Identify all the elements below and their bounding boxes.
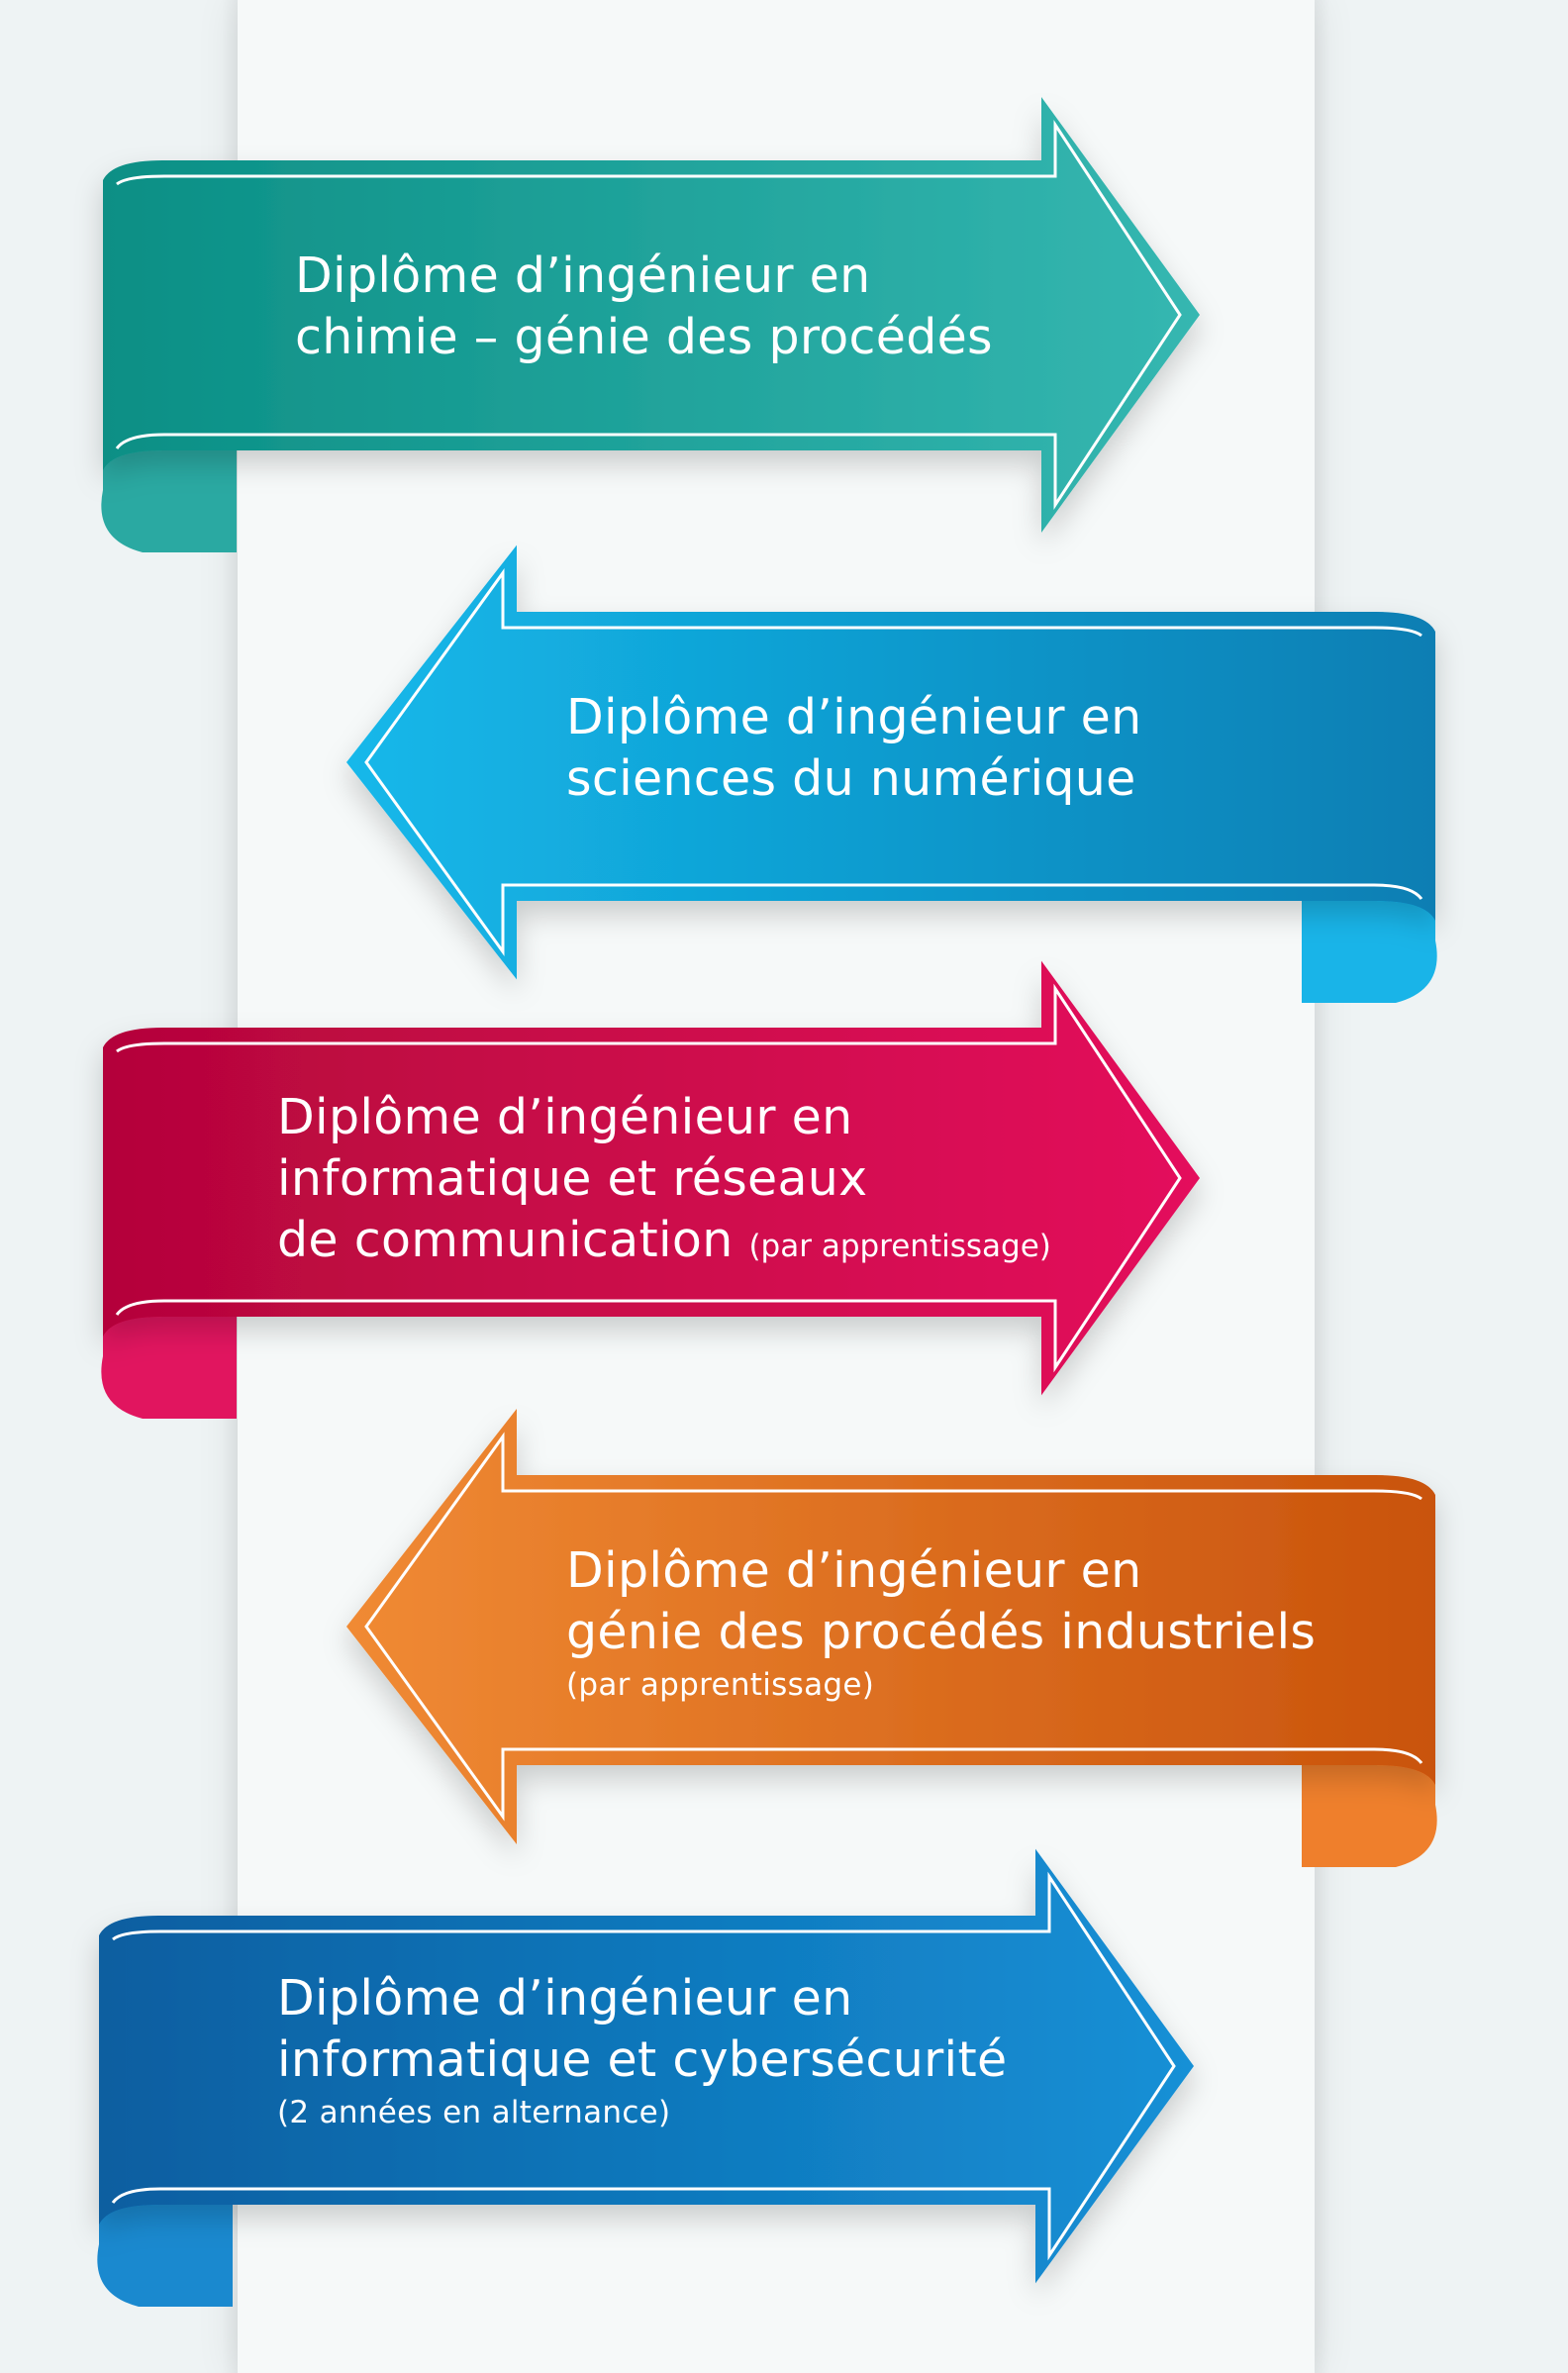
ribbon-line: Diplôme d’ingénieur en (277, 1970, 853, 2027)
ribbon-body (346, 1409, 1435, 1844)
ribbon-line: Diplôme d’ingénieur en (295, 247, 871, 304)
ribbon-label-informatique-reseaux: Diplôme d’ingénieur en informatique et r… (277, 1087, 1051, 1277)
ribbon-label-procedes-industriels: Diplôme d’ingénieur en génie des procédé… (566, 1540, 1316, 1707)
ribbon-line: informatique et réseaux (277, 1150, 868, 1207)
ribbon-label-cybersecurite: Diplôme d’ingénieur en informatique et c… (277, 1968, 1007, 2134)
ribbon-line: Diplôme d’ingénieur en (566, 689, 1142, 745)
ribbon-tail (1302, 891, 1437, 1003)
ribbon-note: (2 années en alternance) (277, 2095, 671, 2130)
ribbon-line: Diplôme d’ingénieur en (566, 1542, 1142, 1599)
ribbon-note: (par apprentissage) (748, 1229, 1051, 1264)
ribbon-numerique (346, 544, 1437, 1003)
ribbon-label-chimie: Diplôme d’ingénieur en chimie – génie de… (295, 246, 993, 368)
ribbon-tail (1302, 1755, 1437, 1867)
ribbon-chimie (101, 97, 1200, 552)
ribbon-body (103, 97, 1200, 533)
ribbon-body (103, 960, 1200, 1396)
ribbon-line: de communication (277, 1212, 734, 1268)
ribbon-outline (115, 120, 1182, 510)
ribbon-outline (364, 1432, 1423, 1822)
ribbon-outline (111, 1871, 1176, 2261)
ribbon-cybersecurite (97, 1848, 1194, 2307)
ribbon-line: informatique et cybersécurité (277, 2031, 1008, 2088)
ribbon-line: sciences du numérique (566, 750, 1136, 807)
ribbon-label-numerique: Diplôme d’ingénieur en sciences du numér… (566, 687, 1142, 810)
ribbon-body (346, 544, 1435, 980)
ribbon-line: génie des procédés industriels (566, 1604, 1317, 1660)
ribbon-outline (115, 983, 1182, 1373)
ribbon-note: (par apprentissage) (566, 1667, 875, 1703)
ribbon-tail (97, 2195, 233, 2307)
ribbon-tail (101, 1307, 237, 1419)
ribbon-line: Diplôme d’ingénieur en (277, 1089, 853, 1145)
ribbon-tail (101, 441, 237, 552)
ribbon-line-with-note: de communication (par apprentissage) (277, 1210, 1051, 1277)
ribbon-line: chimie – génie des procédés (295, 309, 993, 365)
ribbon-body (99, 1848, 1194, 2284)
ribbon-procedes-industriels (346, 1409, 1437, 1867)
ribbon-outline (364, 567, 1423, 957)
ribbon-informatique-reseaux (101, 960, 1200, 1419)
